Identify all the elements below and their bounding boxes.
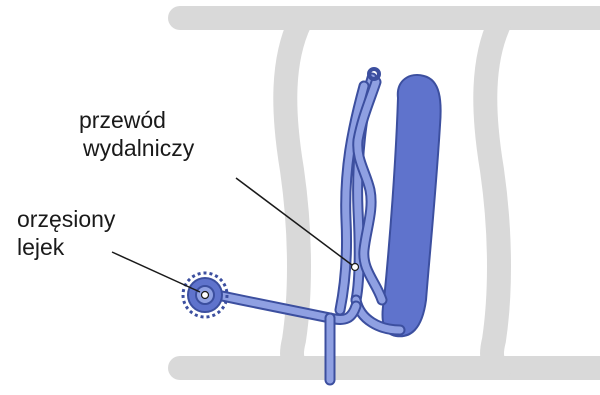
- ciliated-funnel-label-line-2: lejek: [17, 233, 115, 261]
- excretory-duct-label: przewód wydalniczy: [79, 106, 194, 162]
- segment-right-wall: [485, 22, 500, 368]
- ciliated-funnel: [183, 273, 227, 317]
- excretory-duct-label-line-2: wydalniczy: [83, 134, 194, 162]
- nephridium-bladder: [383, 75, 441, 336]
- leader-lines: [112, 178, 352, 292]
- excretory-duct-label-line-1: przewód: [79, 106, 194, 134]
- ciliated-funnel-label: orzęsiony lejek: [17, 205, 115, 261]
- excretory-duct-pointer: [352, 264, 359, 271]
- ciliated-funnel-label-line-1: orzęsiony: [17, 205, 115, 233]
- ciliated-funnel-leader: [112, 252, 200, 292]
